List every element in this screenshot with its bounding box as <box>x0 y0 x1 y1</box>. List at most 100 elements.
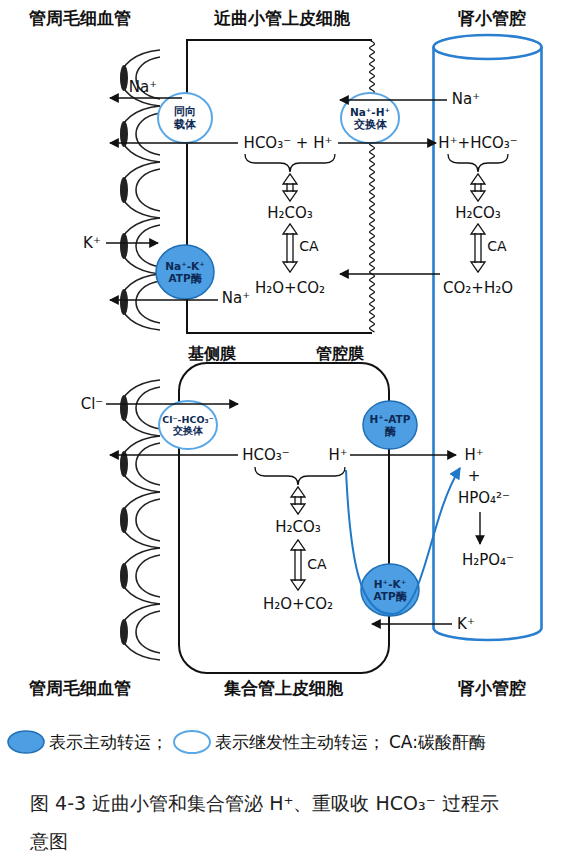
ion-label: HCO₃⁻ + H⁺ <box>244 135 333 152</box>
node-outline <box>340 92 400 144</box>
figure-caption: 图 4-3 近曲小管和集合管泌 H⁺、重吸收 HCO₃⁻ 过程示意图 <box>30 784 502 852</box>
ion-label: K⁺ <box>83 235 101 252</box>
endothelial-cell <box>121 548 160 604</box>
ion-label: + <box>468 468 481 485</box>
legend-swatch-fill <box>8 731 44 753</box>
endothelial-cell <box>136 499 160 541</box>
node-outline <box>362 400 418 450</box>
transport-arrow <box>106 242 158 243</box>
pump-ellipse: H⁺-K⁺ ATP酶 <box>360 563 420 617</box>
nucleus <box>120 395 128 421</box>
transporter-name: Cl⁻-HCO₃⁻交换体 <box>161 414 215 437</box>
nucleus <box>120 451 128 477</box>
legend-text: 表示继发性主动转运； <box>215 731 385 754</box>
endothelial-cell <box>121 162 160 218</box>
ion-label: Cl⁻ <box>81 396 104 413</box>
secondary-transporter <box>159 401 217 449</box>
endothelial-cell <box>136 169 160 211</box>
legend: 表示主动转运； 表示继发性主动转运；CA:碳酸酐酶 <box>6 729 486 755</box>
endothelial-cell <box>136 387 160 429</box>
cell-membrane <box>187 40 372 333</box>
brush-border <box>370 40 375 332</box>
lumen-opening <box>434 35 542 59</box>
region-heading: 肾小管腔 <box>432 678 552 698</box>
endothelial-cell <box>121 274 160 330</box>
nucleus <box>120 289 128 315</box>
pump-ellipse: Na⁺-K⁺ ATP酶 <box>155 244 215 300</box>
nucleus <box>120 65 128 91</box>
molecule-label: H₂O+CO₂ <box>263 596 333 613</box>
transporter-name: 同向载体 <box>172 105 198 131</box>
molecule-label: H₂CO₃ <box>455 205 501 222</box>
legend-note: CA:碳酸酐酶 <box>389 731 486 754</box>
transporter-name: H⁺-K⁺ ATP酶 <box>367 578 413 603</box>
endothelial-cell <box>121 436 160 492</box>
legend-item: 表示继发性主动转运； <box>172 729 385 755</box>
secondary-transporter <box>341 93 399 143</box>
tubule-lumen: 肾小管腔肾小管腔 <box>432 35 543 640</box>
endothelial-cell <box>121 50 160 106</box>
nucleus-group <box>120 65 128 645</box>
nucleus <box>120 507 128 533</box>
endothelial-cell <box>136 611 160 653</box>
carrier-ellipse: 同向载体 <box>157 92 213 144</box>
enzyme-label: CA <box>307 557 326 572</box>
nucleus <box>120 233 128 259</box>
endothelial-cell <box>121 106 160 162</box>
molecule-label: CO₂+H₂O <box>443 280 513 297</box>
transporter-name: Na⁺-H⁺交换体 <box>347 106 393 131</box>
endothelial-cell <box>121 492 160 548</box>
transporter-name: Na⁺-K⁺ ATP酶 <box>162 260 208 285</box>
node-outline <box>432 35 543 640</box>
molecule-label: H₂CO₃ <box>267 205 313 222</box>
nucleus <box>120 121 128 147</box>
legend-swatch-outline <box>174 731 210 753</box>
ion-label: K⁺ <box>457 616 475 633</box>
endothelial-cell <box>136 281 160 323</box>
membrane-label: 基侧膜 <box>188 345 236 363</box>
legend-item: 表示主动转运； <box>6 729 168 755</box>
ion-label: H⁺ <box>464 447 483 464</box>
region-heading: 近曲小管上皮细胞 <box>177 8 387 28</box>
ion-label: Na⁺ <box>222 290 250 307</box>
region-label: 管周毛细血管 <box>29 679 131 698</box>
ion-label: Na⁺ <box>452 91 480 108</box>
legend-swatch <box>6 729 46 755</box>
molecule-label: H₂O+CO₂ <box>255 280 325 297</box>
active-transporter <box>156 245 214 299</box>
nucleus <box>120 563 128 589</box>
ion-label: H⁺ <box>328 447 347 464</box>
ion-label: H₂PO₄⁻ <box>462 552 514 569</box>
endothelial-cell <box>136 555 160 597</box>
endothelial-cell <box>136 443 160 485</box>
active-transporter <box>363 401 417 449</box>
secondary-transporter <box>158 93 212 143</box>
endothelial-cell <box>121 604 160 660</box>
exchanger-ellipse: Na⁺-H⁺交换体 <box>340 92 400 144</box>
endothelial-cell <box>136 225 160 267</box>
region-heading: 肾小管腔 <box>432 8 552 28</box>
ion-label: H⁺+HCO₃⁻ <box>438 135 517 152</box>
region-heading: 集合管上皮细胞 <box>178 678 388 698</box>
endothelial-cell <box>121 380 160 436</box>
node-outline <box>360 563 420 617</box>
nucleus <box>120 177 128 203</box>
active-transporter <box>361 564 419 616</box>
enzyme-label: CA <box>487 239 506 254</box>
legend-text: 表示主动转运； <box>49 731 168 754</box>
exchanger-ellipse: Cl⁻-HCO₃⁻交换体 <box>158 400 218 450</box>
ion-label: HCO₃⁻ <box>242 447 290 464</box>
node-outline <box>155 244 215 300</box>
transporter-name: H⁺-ATP酶 <box>368 413 412 438</box>
membrane-label: 管腔膜 <box>316 345 364 363</box>
endothelial-cell <box>121 218 160 274</box>
pump-ellipse: H⁺-ATP酶 <box>362 400 418 450</box>
ion-label: HPO₄²⁻ <box>458 490 510 507</box>
capillary-wall <box>121 50 160 660</box>
legend-swatch <box>172 729 212 755</box>
endothelial-cell <box>136 113 160 155</box>
molecule-label: H₂CO₃ <box>275 519 321 536</box>
nucleus <box>120 619 128 645</box>
enzyme-label: CA <box>299 239 318 254</box>
region-label: 管周毛细血管 <box>29 9 131 28</box>
